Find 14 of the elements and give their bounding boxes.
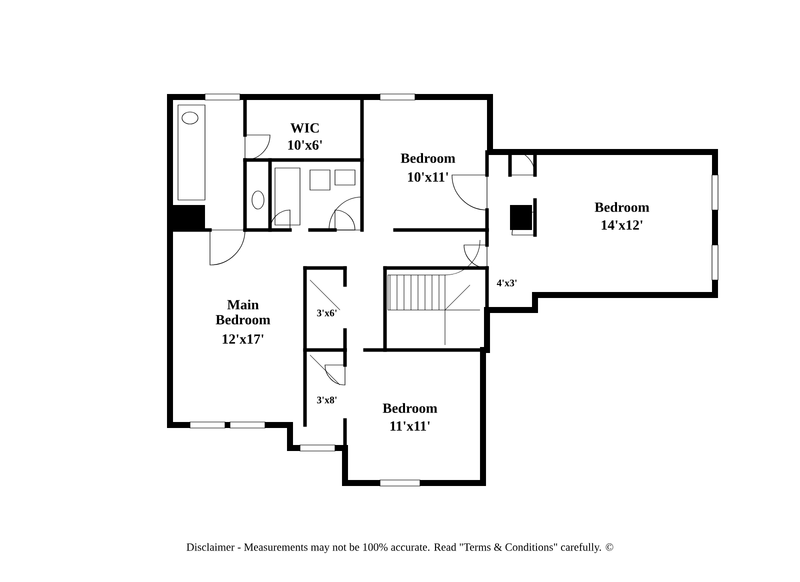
- room-dimension: 3'x8': [317, 396, 337, 404]
- room-dimension: 4'x3': [496, 280, 517, 286]
- room-dimension: 12'x17': [222, 334, 264, 344]
- room-label: WIC: [290, 123, 319, 133]
- room-dimension: 11'x11': [390, 421, 430, 431]
- room-dimension: 14'x12': [602, 220, 642, 230]
- room-label: Main Bedroom: [216, 300, 270, 324]
- room-dimension: 3'x6': [317, 310, 337, 316]
- disclaimer: Disclaimer - Measurements may not be 100% accurate. Read "Terms & Conditions" carefully. ©: [186, 542, 614, 554]
- room-label: Bedroom: [382, 403, 438, 413]
- room-label: Bedroom: [594, 202, 650, 212]
- room-label: Bedroom: [400, 153, 456, 163]
- room-dimension: 10'x11': [408, 172, 448, 182]
- room-dimension: 10'x6': [288, 140, 322, 150]
